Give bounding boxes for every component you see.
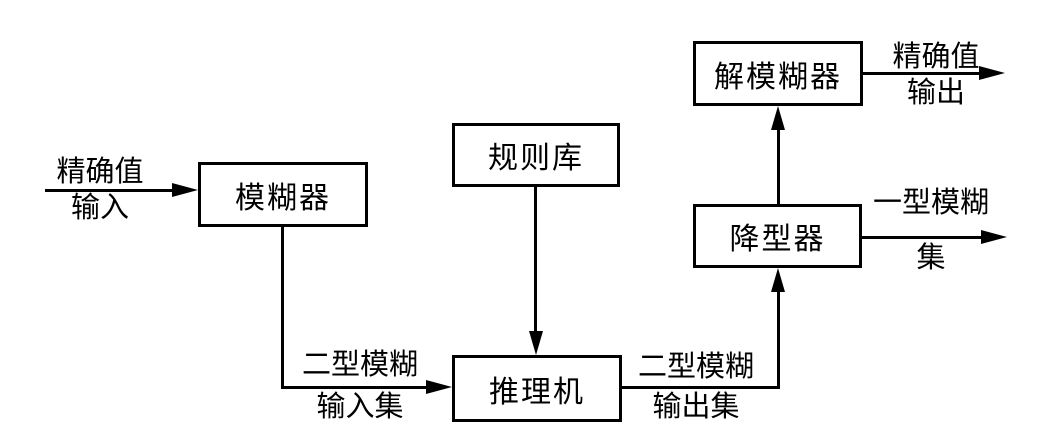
box-type-reducer: 降型器 bbox=[693, 204, 862, 268]
connector-rule-base-down-line bbox=[534, 187, 537, 332]
box-rule-base-label: 规则库 bbox=[488, 142, 584, 175]
label-type2-input-set-line2: 输入集 bbox=[316, 391, 404, 423]
label-type2-input-set-line1: 二型模糊 bbox=[301, 349, 418, 381]
box-inference-engine: 推理机 bbox=[452, 355, 622, 422]
arrowhead-right-icon bbox=[981, 230, 1007, 244]
box-defuzzifier: 解模糊器 bbox=[693, 41, 863, 106]
connector-up-to-type-reducer-line bbox=[777, 292, 780, 389]
connector-type2-input-line bbox=[281, 386, 426, 389]
arrowhead-right-icon bbox=[426, 380, 452, 394]
connector-fuzzifier-down-line bbox=[281, 227, 284, 389]
label-type2-output-set-line1: 二型模糊 bbox=[637, 351, 754, 383]
box-inference-engine-label: 推理机 bbox=[489, 375, 585, 409]
arrowhead-up-icon bbox=[771, 268, 785, 292]
connector-crisp-input-line bbox=[45, 189, 172, 192]
label-crisp-input-line1: 精确值 bbox=[56, 156, 144, 188]
box-defuzzifier-label: 解模糊器 bbox=[714, 60, 842, 94]
arrowhead-right-icon bbox=[979, 66, 1005, 80]
connector-type1-set-line bbox=[862, 236, 981, 239]
label-type1-fuzzy-set-line2: 集 bbox=[916, 242, 946, 274]
box-fuzzifier: 模糊器 bbox=[198, 162, 368, 227]
label-crisp-output-line2: 输出 bbox=[906, 77, 965, 109]
box-type-reducer-label: 降型器 bbox=[729, 223, 826, 256]
connector-crisp-output-line bbox=[863, 72, 979, 75]
label-type1-fuzzy-set-line1: 一型模糊 bbox=[872, 187, 989, 219]
label-crisp-output-line1: 精确值 bbox=[892, 41, 980, 73]
label-type2-output-set-line2: 输出集 bbox=[652, 391, 740, 423]
box-rule-base: 规则库 bbox=[452, 123, 620, 187]
arrowhead-down-icon bbox=[529, 331, 543, 355]
arrowhead-up-icon bbox=[771, 106, 785, 130]
arrowhead-right-icon bbox=[172, 183, 198, 197]
connector-type2-output-line bbox=[622, 386, 780, 389]
label-crisp-input-line2: 输入 bbox=[70, 192, 129, 224]
box-fuzzifier-label: 模糊器 bbox=[235, 181, 331, 215]
connector-type-reducer-up-line bbox=[777, 130, 780, 204]
